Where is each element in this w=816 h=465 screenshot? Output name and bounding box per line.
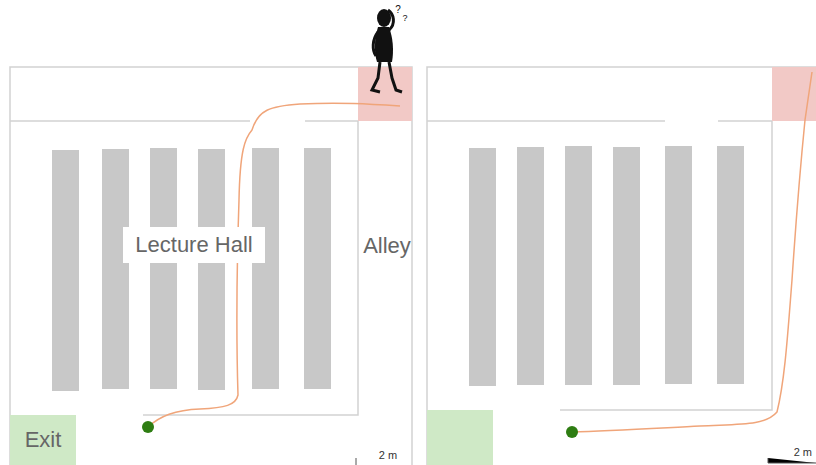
node-text: Lecture Hall xyxy=(135,232,252,258)
node-text: Exit xyxy=(25,427,62,453)
scale-bars xyxy=(356,458,816,465)
area-name: Alley xyxy=(363,233,411,259)
panel-outline xyxy=(10,67,412,465)
panel-outline xyxy=(427,67,816,465)
exit-area xyxy=(427,410,493,465)
benches xyxy=(52,146,744,391)
walls xyxy=(10,67,816,465)
confused-person-figure xyxy=(372,9,402,92)
question-mark: ? xyxy=(402,13,407,23)
walking-path xyxy=(572,72,812,432)
scale-label: 2 m xyxy=(379,449,397,461)
question-mark: ? xyxy=(395,4,401,15)
walking-path xyxy=(148,103,400,427)
scale-label: 2 m xyxy=(794,446,812,458)
person-position xyxy=(142,421,154,433)
exit-area: Exit xyxy=(10,415,76,465)
room-name-box: Lecture Hall xyxy=(123,227,265,263)
person-position xyxy=(566,426,578,438)
hall-walls xyxy=(427,121,772,410)
hall-walls xyxy=(10,121,358,415)
start-area xyxy=(358,67,412,121)
